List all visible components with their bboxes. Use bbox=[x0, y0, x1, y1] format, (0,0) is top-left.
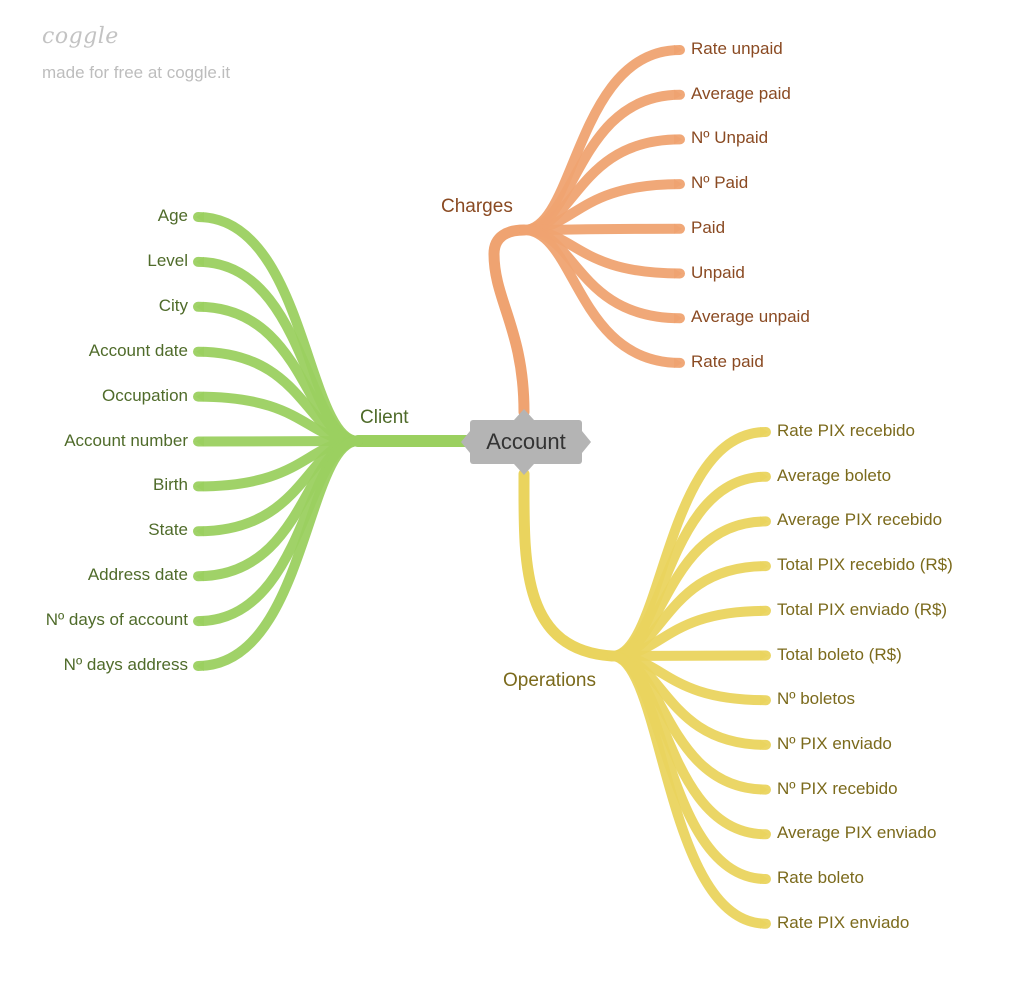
leaf-tip-n-unpaid bbox=[674, 134, 682, 145]
leaf-tip-n-pix-enviado bbox=[760, 739, 768, 750]
leaf-tip-average-pix-recebido bbox=[760, 516, 768, 527]
link-charges-rate-paid bbox=[519, 225, 685, 368]
leaf-charges-n-paid[interactable]: Nº Paid bbox=[691, 173, 749, 193]
leaf-tip-average-unpaid bbox=[674, 313, 682, 324]
leaf-tip-average-pix-enviado bbox=[760, 829, 768, 840]
leaf-tip-level bbox=[196, 256, 204, 267]
leaf-client-occupation[interactable]: Occupation bbox=[102, 385, 188, 405]
leaf-charges-rate-unpaid[interactable]: Rate unpaid bbox=[691, 39, 783, 58]
leaf-tip-address-date bbox=[196, 571, 204, 582]
leaf-client-account-number[interactable]: Account number bbox=[64, 430, 188, 450]
leaf-tip-n-paid bbox=[674, 179, 682, 190]
leaf-tip-state bbox=[196, 526, 204, 537]
leaf-tip-unpaid bbox=[674, 268, 682, 279]
leaf-client-account-date[interactable]: Account date bbox=[88, 340, 188, 360]
leaf-tip-rate-paid bbox=[674, 357, 682, 368]
leaf-charges-average-paid[interactable]: Average paid bbox=[691, 83, 791, 103]
root-node-label[interactable]: Account bbox=[486, 429, 566, 454]
leaf-operations-rate-boleto[interactable]: Rate boleto bbox=[777, 868, 864, 887]
leaf-client-city[interactable]: City bbox=[158, 295, 188, 315]
leaf-tip-occupation bbox=[196, 391, 204, 402]
leaf-charges-unpaid[interactable]: Unpaid bbox=[691, 262, 745, 282]
leaf-operations-average-boleto[interactable]: Average boleto bbox=[777, 465, 892, 485]
leaf-tip-city bbox=[196, 301, 204, 312]
leaf-tip-rate-boleto bbox=[760, 874, 768, 884]
leaf-tip-total-pix-enviado-r bbox=[760, 605, 768, 616]
leaf-tip-total-pix-recebido-r bbox=[760, 561, 768, 572]
leaf-operations-total-pix-recebido-r[interactable]: Total PIX recebido (R$) bbox=[777, 555, 953, 575]
leaf-tip-average-boleto bbox=[760, 471, 768, 482]
leaf-charges-average-unpaid[interactable]: Average unpaid bbox=[691, 307, 810, 327]
leaf-charges-paid[interactable]: Paid bbox=[691, 217, 726, 237]
leaf-operations-n-pix-recebido[interactable]: Nº PIX recebido bbox=[777, 778, 898, 798]
leaf-tip-account-date bbox=[196, 346, 204, 357]
leaf-tip-n-days-of-account bbox=[196, 616, 204, 627]
leaf-client-n-days-address[interactable]: Nº days address bbox=[63, 655, 188, 674]
links-layer bbox=[193, 45, 771, 929]
leaf-tip-rate-pix-enviado bbox=[760, 918, 768, 929]
root-node-box bbox=[470, 420, 582, 464]
leaf-tip-n-days-address bbox=[196, 661, 204, 671]
leaf-tip-birth bbox=[196, 481, 204, 492]
leaf-tip-account-number bbox=[196, 436, 204, 447]
leaf-operations-n-pix-enviado[interactable]: Nº PIX enviado bbox=[777, 733, 892, 753]
leaf-charges-n-unpaid[interactable]: Nº Unpaid bbox=[691, 128, 769, 148]
root-handle-left bbox=[461, 431, 470, 453]
branch-label-operations[interactable]: Operations bbox=[503, 670, 596, 691]
leaf-client-birth[interactable]: Birth bbox=[153, 475, 188, 495]
link-client-n-days-address bbox=[193, 436, 363, 671]
root-node bbox=[461, 409, 591, 475]
leaf-tip-rate-pix-recebido bbox=[760, 427, 768, 437]
leaf-tip-n-boletos bbox=[760, 695, 768, 706]
leaf-tip-age bbox=[196, 212, 204, 222]
leaf-operations-average-pix-recebido[interactable]: Average PIX recebido bbox=[777, 510, 943, 530]
leaf-client-state[interactable]: State bbox=[148, 520, 188, 540]
leaf-operations-rate-pix-enviado[interactable]: Rate PIX enviado bbox=[777, 912, 910, 932]
leaf-tip-n-pix-recebido bbox=[760, 784, 768, 795]
link-main-operations bbox=[518, 468, 618, 662]
link-operations-rate-pix-enviado bbox=[607, 651, 771, 929]
link-main-charges bbox=[488, 224, 530, 418]
leaf-operations-total-boleto-r[interactable]: Total boleto (R$) bbox=[777, 644, 902, 664]
leaf-client-n-days-of-account[interactable]: Nº days of account bbox=[45, 610, 188, 630]
leaf-tip-average-paid bbox=[674, 89, 682, 100]
root-handle-bottom bbox=[514, 464, 534, 475]
branch-label-client[interactable]: Client bbox=[360, 407, 409, 428]
leaf-client-age[interactable]: Age bbox=[157, 206, 188, 225]
leaf-tip-rate-unpaid bbox=[674, 45, 682, 55]
root-handle-top bbox=[514, 409, 534, 420]
leaf-tip-paid bbox=[674, 223, 682, 234]
leaf-client-address-date[interactable]: Address date bbox=[87, 565, 188, 585]
credit-text[interactable]: made for free at coggle.it bbox=[42, 63, 231, 82]
leaf-operations-rate-pix-recebido[interactable]: Rate PIX recebido bbox=[777, 421, 915, 440]
leaf-operations-average-pix-enviado[interactable]: Average PIX enviado bbox=[777, 823, 937, 843]
coggle-logo[interactable]: coggle bbox=[42, 24, 119, 49]
branch-label-charges[interactable]: Charges bbox=[441, 196, 513, 217]
leaf-client-level[interactable]: Level bbox=[147, 250, 188, 270]
root-handle-right bbox=[582, 431, 591, 453]
leaf-tip-total-boleto-r bbox=[760, 650, 768, 661]
leaf-operations-total-pix-enviado-r[interactable]: Total PIX enviado (R$) bbox=[777, 599, 948, 619]
leaf-operations-n-boletos[interactable]: Nº boletos bbox=[777, 689, 856, 709]
leaf-charges-rate-paid[interactable]: Rate paid bbox=[691, 351, 764, 371]
